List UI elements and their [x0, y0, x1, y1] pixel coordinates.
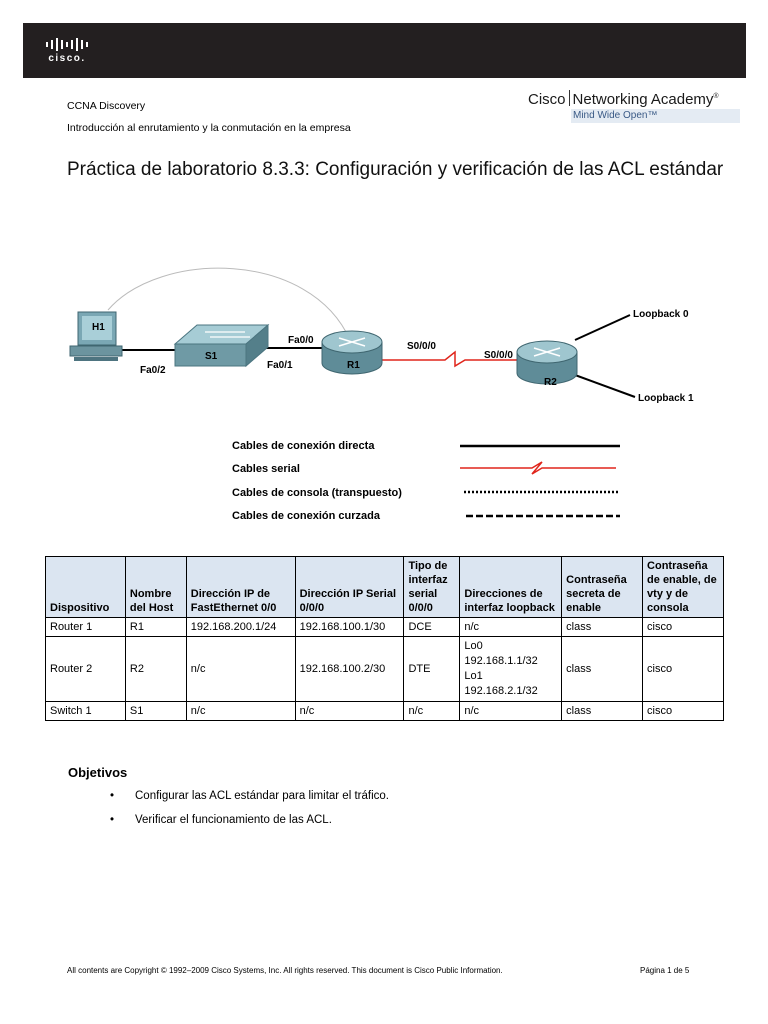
- cell-enable-secret: class: [562, 618, 643, 637]
- cisco-logo: cisco.: [37, 37, 97, 67]
- legend-serial: Cables serial: [232, 463, 300, 475]
- cell-serial-type: n/c: [404, 702, 460, 721]
- cell-serial-ip: n/c: [295, 702, 404, 721]
- port-s1-r1: Fa0/1: [267, 360, 293, 371]
- list-item: • Configurar las ACL estándar para limita…: [110, 790, 389, 814]
- list-item: • Verificar el funcionamiento de las ACL.: [110, 814, 389, 838]
- objective-text: Configurar las ACL estándar para limitar…: [135, 790, 389, 802]
- cell-passwords: cisco: [643, 702, 724, 721]
- cell-fa-ip: 192.168.200.1/24: [186, 618, 295, 637]
- port-loopback0: Loopback 0: [633, 309, 689, 320]
- header-hostname: Nombre del Host: [125, 557, 186, 618]
- header-fa-ip: Dirección IP de FastEthernet 0/0: [186, 557, 295, 618]
- addressing-table: Dispositivo Nombre del Host Dirección IP…: [45, 556, 724, 721]
- header-device: Dispositivo: [46, 557, 126, 618]
- link-loopback1: [575, 375, 635, 397]
- cell-loopback: n/c: [460, 618, 562, 637]
- page-title: Práctica de laboratorio 8.3.3: Configura…: [67, 158, 727, 182]
- cell-loopback: Lo0 192.168.1.1/32 Lo1 192.168.2.1/32: [460, 637, 562, 702]
- header-serial-type: Tipo de interfaz serial 0/0/0: [404, 557, 460, 618]
- cell-hostname: R2: [125, 637, 186, 702]
- label-h1: H1: [92, 322, 105, 333]
- table-header-row: Dispositivo Nombre del Host Dirección IP…: [46, 557, 724, 618]
- port-loopback1: Loopback 1: [638, 393, 694, 404]
- cisco-logo-bars-icon: [37, 37, 97, 51]
- footer-copyright: All contents are Copyright © 1992–2009 C…: [67, 966, 503, 975]
- objectives-heading: Objetivos: [68, 765, 127, 780]
- legend-crossover: Cables de conexión curzada: [232, 510, 381, 522]
- cell-hostname: S1: [125, 702, 186, 721]
- cell-device: Router 2: [46, 637, 126, 702]
- table-row: Switch 1 S1 n/c n/c n/c n/c class cisco: [46, 702, 724, 721]
- switch-s1-icon: [175, 325, 268, 366]
- loopback-line: 192.168.2.1/32: [464, 684, 557, 699]
- port-h1-s1: Fa0/2: [140, 365, 166, 376]
- course-name: CCNA Discovery: [67, 100, 145, 112]
- cell-serial-type: DCE: [404, 618, 460, 637]
- cell-serial-ip: 192.168.100.2/30: [295, 637, 404, 702]
- header-passwords: Contraseña de enable, de vty y de consol…: [643, 557, 724, 618]
- legend-serial-line: [460, 462, 616, 474]
- legend-console: Cables de consola (transpuesto): [232, 487, 402, 499]
- port-r1-serial: S0/0/0: [407, 341, 436, 352]
- port-r1-fa: Fa0/0: [288, 335, 314, 346]
- header-bar: cisco.: [23, 23, 746, 78]
- label-r2: R2: [544, 377, 557, 388]
- cell-passwords: cisco: [643, 637, 724, 702]
- label-r1: R1: [347, 360, 360, 371]
- cell-passwords: cisco: [643, 618, 724, 637]
- loopback-line: 192.168.1.1/32: [464, 654, 557, 669]
- course-subtitle: Introducción al enrutamiento y la conmut…: [67, 122, 351, 134]
- cell-hostname: R1: [125, 618, 186, 637]
- bullet-icon: •: [110, 790, 114, 802]
- networking-academy-logo: Cisco Networking Academy® Mind Wide Open™: [528, 90, 740, 126]
- network-topology-diagram: H1 S1 R1 R2 Fa0/2 Fa0/1 Fa0/0 S0/0/0 S0/…: [60, 260, 710, 530]
- objective-text: Verificar el funcionamiento de las ACL.: [135, 814, 332, 826]
- cell-enable-secret: class: [562, 637, 643, 702]
- academy-tagline: Mind Wide Open™: [571, 109, 740, 123]
- header-serial-ip: Dirección IP Serial 0/0/0: [295, 557, 404, 618]
- cell-serial-type: DTE: [404, 637, 460, 702]
- cell-serial-ip: 192.168.100.1/30: [295, 618, 404, 637]
- pc-h1-icon: [70, 312, 122, 361]
- academy-name: Networking Academy: [573, 91, 714, 108]
- cell-fa-ip: n/c: [186, 702, 295, 721]
- header-enable-secret: Contraseña secreta de enable: [562, 557, 643, 618]
- loopback-line: Lo1: [464, 669, 557, 684]
- link-loopback0: [575, 315, 630, 340]
- port-r2-serial: S0/0/0: [484, 350, 513, 361]
- cisco-logo-word: cisco.: [37, 53, 97, 64]
- objectives-list: • Configurar las ACL estándar para limita…: [110, 790, 389, 838]
- table-row: Router 1 R1 192.168.200.1/24 192.168.100…: [46, 618, 724, 637]
- academy-brand: Cisco: [528, 91, 566, 108]
- footer-page-number: Página 1 de 5: [640, 966, 689, 975]
- label-s1: S1: [205, 351, 218, 362]
- cell-device: Router 1: [46, 618, 126, 637]
- academy-reg: ®: [713, 93, 718, 100]
- bullet-icon: •: [110, 814, 114, 826]
- legend-straight: Cables de conexión directa: [232, 440, 375, 452]
- loopback-line: Lo0: [464, 639, 557, 654]
- cell-enable-secret: class: [562, 702, 643, 721]
- cell-device: Switch 1: [46, 702, 126, 721]
- cell-loopback: n/c: [460, 702, 562, 721]
- table-row: Router 2 R2 n/c 192.168.100.2/30 DTE Lo0…: [46, 637, 724, 702]
- header-loopback: Direcciones de interfaz loopback: [460, 557, 562, 618]
- cell-fa-ip: n/c: [186, 637, 295, 702]
